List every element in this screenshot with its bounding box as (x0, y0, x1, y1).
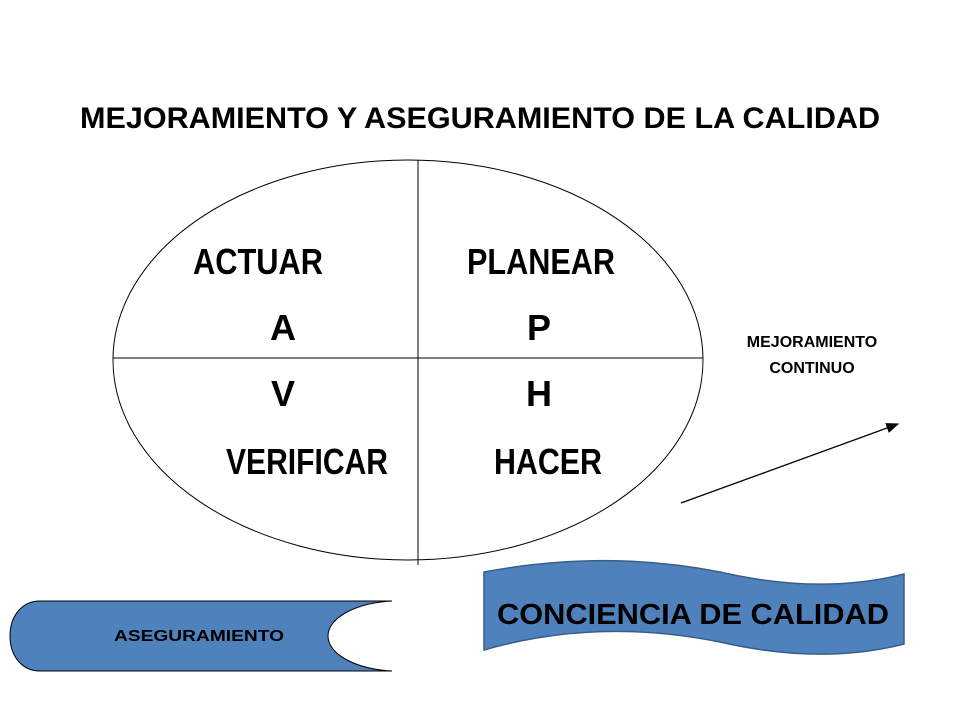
aseguramiento-wedge (9, 600, 393, 672)
page-title: MEJORAMIENTO Y ASEGURAMIENTO DE LA CALID… (80, 102, 880, 135)
hacer-letter: H (526, 373, 552, 414)
verificar-label: VERIFICAR (226, 441, 388, 482)
improvement-arrow (680, 423, 900, 504)
actuar-label: ACTUAR (193, 241, 323, 282)
conciencia-banner-label: CONCIENCIA DE CALIDAD (497, 599, 889, 631)
actuar-letter: A (270, 307, 296, 348)
conciencia-banner (483, 560, 905, 655)
continuo-label: CONTINUO (769, 360, 854, 377)
planear-letter: P (527, 307, 551, 348)
pdca-cycle-ellipse (112, 159, 704, 561)
hacer-label: HACER (494, 441, 602, 482)
verificar-letter: V (271, 373, 295, 414)
mejoramiento-label: MEJORAMIENTO (747, 334, 877, 351)
aseguramiento-label: ASEGURAMIENTO (114, 628, 284, 645)
planear-label: PLANEAR (467, 241, 615, 282)
